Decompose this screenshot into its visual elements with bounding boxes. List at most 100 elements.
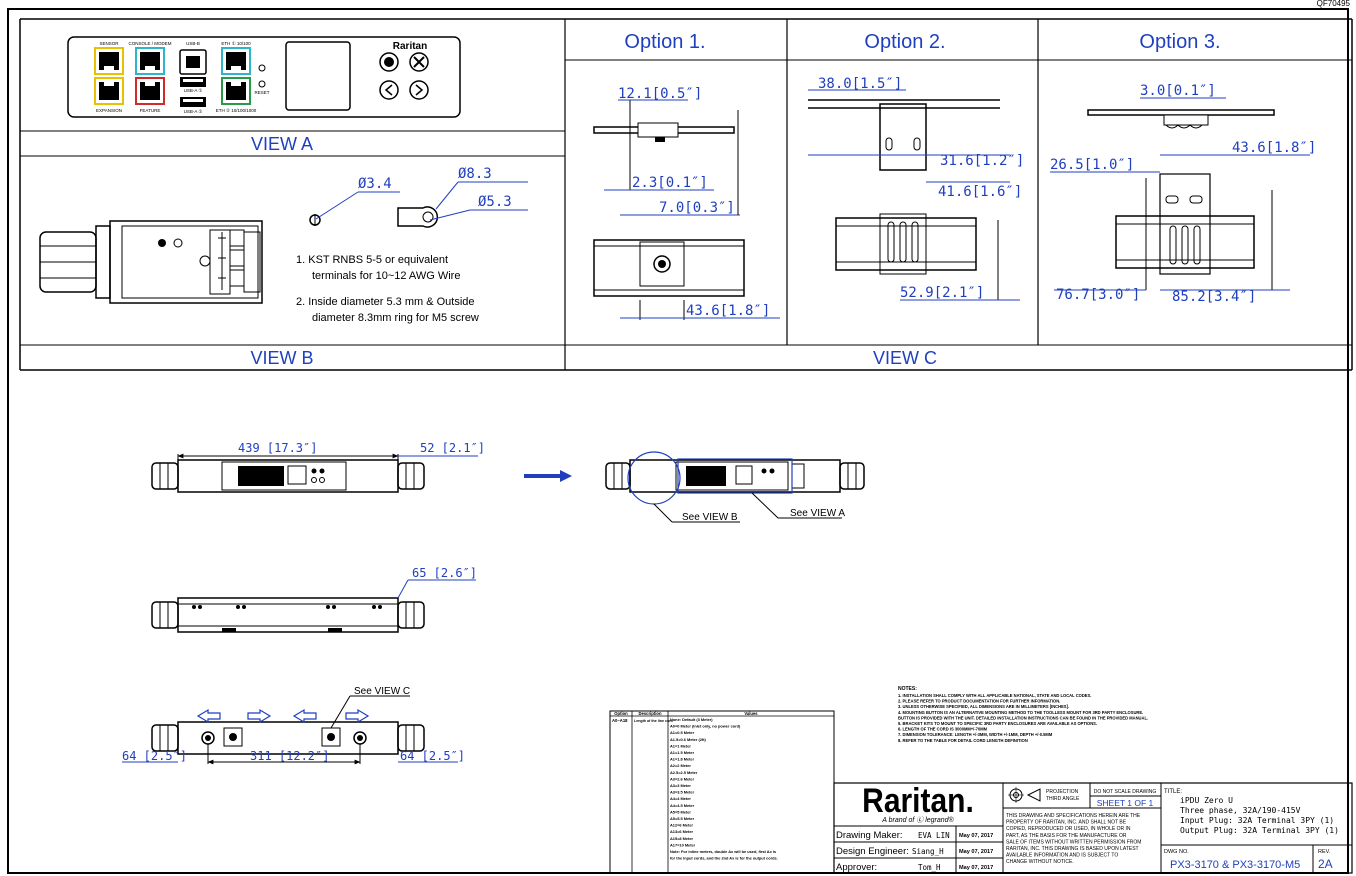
rear-left-dim: 64 [2.5″] bbox=[122, 749, 187, 763]
pdu-rear-view bbox=[122, 695, 458, 765]
opt1-dim-1: 12.1[0.5″] bbox=[618, 86, 702, 102]
table-value-row: A1.5=0.6 Meter (2ft) bbox=[670, 737, 706, 742]
property-line: CHANGE WITHOUT NOTICE. bbox=[1006, 859, 1074, 865]
terminal-block-drawing bbox=[39, 220, 263, 304]
feature-port bbox=[135, 77, 165, 105]
pdu-depth-dim: 65 [2.6″] bbox=[412, 566, 477, 580]
table-value-row: A1=1.8 Meter bbox=[670, 757, 695, 762]
right-arrow-icon-2 bbox=[247, 708, 272, 724]
title-block: Raritan. A brand of Ⓛ legrand® Drawing M… bbox=[833, 781, 1353, 874]
rear-right-dim: 64 [2.5″] bbox=[400, 749, 465, 763]
table-value-row: A17=10 Meter bbox=[670, 842, 696, 847]
note-item: BUTTON IS PROVIDED WITH THE UNIT. DETAIL… bbox=[898, 715, 1148, 720]
view-b-label: VIEW B bbox=[250, 348, 313, 368]
opt3-dim-4: 76.7[3.0″] bbox=[1056, 287, 1140, 303]
terminal-note-1b: terminals for 10~12 AWG Wire bbox=[312, 270, 460, 282]
table-value-row: A13=6 Meter bbox=[670, 829, 694, 834]
left-arrow-icon bbox=[196, 708, 221, 724]
usb-a-port-1 bbox=[180, 77, 206, 87]
option-3-heading: Option 3. bbox=[1139, 31, 1220, 53]
port-label-usb-b: USB-B bbox=[186, 41, 200, 46]
port-label-feature: FEATURE bbox=[140, 108, 161, 113]
note-item: 4. MOUNTING BUTTON IS AN ALTERNATIVE MOU… bbox=[898, 710, 1143, 715]
title-line-2: Three phase, 32A/190-415V bbox=[1180, 806, 1301, 815]
port-label-eth2: ETH ② 10/100/1000 bbox=[216, 108, 257, 113]
rear-center-dim: 311 [12.2″] bbox=[250, 749, 329, 763]
note-item: 8. REFER TO THE TABLE FOR DETAIL CORD LE… bbox=[898, 738, 1028, 743]
opt2-dim-2: 31.6[1.2″] bbox=[940, 153, 1024, 169]
left-button-icon bbox=[379, 80, 399, 100]
table-values-list: None: Default (3 Meter)A0=0 Meter (Inlet… bbox=[670, 717, 778, 861]
engineer-role: Design Engineer: bbox=[836, 846, 909, 857]
do-not-scale: DO NOT SCALE DRAWING bbox=[1094, 789, 1157, 795]
opt1-dim-4: 43.6[1.8″] bbox=[686, 303, 770, 319]
cord-length-table: Option Description Values A0~A18 Length … bbox=[609, 710, 835, 874]
dwg-number: PX3-3170 & PX3-3170-M5 bbox=[1170, 859, 1300, 871]
reset-label: RESET bbox=[254, 90, 269, 95]
raritan-logo: Raritan. bbox=[862, 781, 974, 819]
opt2-dim-3: 41.6[1.6″] bbox=[938, 184, 1022, 200]
option-2-bracket bbox=[808, 89, 1020, 301]
opt2-dim-1: 38.0[1.5″] bbox=[818, 76, 902, 92]
property-line: AVAILABLE INFORMATION AND IS SUBJECT TO bbox=[1006, 853, 1118, 859]
dwg-label: DWG NO. bbox=[1164, 849, 1189, 855]
pdu-top-view bbox=[151, 453, 478, 493]
property-line: SALE OF ITEMS WITHOUT WRITTEN PERMISSION… bbox=[1006, 839, 1141, 845]
projection-label: PROJECTION bbox=[1046, 789, 1079, 795]
note-item: 5. BRACKET KITS TO MOUNT TO SPECIFIC 3RD… bbox=[898, 721, 1097, 726]
title-label: TITLE: bbox=[1164, 789, 1182, 795]
front-panel: SENSOR CONSOLE / MODEM USB-B ETH ① 10/10… bbox=[67, 36, 461, 118]
approver-name: Tom_H bbox=[918, 863, 941, 872]
table-value-row: Note: For inline meters, double Ax will … bbox=[670, 849, 776, 854]
eth2-port bbox=[221, 77, 251, 105]
table-value-row: A1=0.5 Meter bbox=[670, 730, 695, 735]
opt1-dim-2: 2.3[0.1″] bbox=[632, 175, 708, 191]
table-value-row: A12=6 Meter bbox=[670, 823, 694, 828]
see-view-c-callout: See VIEW C bbox=[354, 686, 410, 697]
projection-type: THIRD ANGLE bbox=[1046, 796, 1080, 802]
table-value-row: A1=1.5 Meter bbox=[670, 750, 695, 755]
led-icon bbox=[258, 64, 266, 72]
option-1-bracket bbox=[593, 99, 780, 320]
diameter-hole: Ø5.3 bbox=[478, 194, 512, 210]
terminal-note-2a: 2. Inside diameter 5.3 mm & Outside bbox=[296, 296, 475, 308]
maker-role: Drawing Maker: bbox=[836, 830, 903, 841]
table-value-row: A2=2 Meter bbox=[670, 763, 691, 768]
table-value-row: for the input cords, and the 2nd Ax is f… bbox=[670, 856, 778, 861]
port-label-usb-a1: USB-A ① bbox=[184, 88, 204, 93]
note-item: 3. UNLESS OTHERWISE SPECIFIED, ALL DIMEN… bbox=[898, 704, 1069, 709]
option-3-bracket bbox=[1050, 97, 1310, 291]
port-label-eth1: ETH ① 10/100 bbox=[221, 41, 251, 46]
view-c-label: VIEW C bbox=[873, 348, 937, 368]
rev-label: REV. bbox=[1318, 849, 1331, 855]
document-id: QF70495 bbox=[1317, 0, 1351, 8]
property-statement: THIS DRAWING AND SPECIFICATIONS HEREIN A… bbox=[1006, 813, 1141, 865]
note-item: 7. DIMENSION TOLERANCE: LENGTH +/-3MM, W… bbox=[898, 732, 1053, 737]
third-angle-projection-icon bbox=[1008, 787, 1041, 803]
left-arrow-icon-2 bbox=[292, 708, 317, 724]
usb-a-port-2 bbox=[180, 97, 206, 107]
ok-button-icon bbox=[379, 52, 399, 72]
eth1-port bbox=[221, 47, 251, 75]
port-label-usb-a2: USB-A ② bbox=[184, 109, 204, 114]
ring-terminal-drawing: Ø3.4 Ø8.3 Ø5.3 bbox=[309, 166, 528, 228]
table-description-cell: Length of the line cord bbox=[634, 719, 673, 723]
lcd-display bbox=[285, 41, 351, 111]
table-value-row: A1=1 Meter bbox=[670, 743, 691, 748]
terminal-note-1a: 1. KST RNBS 5-5 or equivalent bbox=[296, 254, 448, 266]
table-value-row: A0=0 Meter (Inlet only, no power cord) bbox=[670, 724, 741, 729]
panel-brand: Raritan bbox=[393, 41, 427, 52]
pdu-length-dim: 439 [17.3″] bbox=[238, 441, 317, 455]
table-option-cell: A0~A18 bbox=[612, 718, 628, 723]
table-header-values: Values bbox=[744, 711, 758, 716]
pdu-callout-view bbox=[605, 451, 865, 523]
table-value-row: A3=3 Meter bbox=[670, 783, 691, 788]
option-1-heading: Option 1. bbox=[624, 31, 705, 53]
port-label-sensor: SENSOR bbox=[99, 41, 119, 46]
engineer-date: May 07, 2017 bbox=[959, 849, 993, 855]
property-line: COPIED, REPRODUCED OR USED, IN WHOLE OR … bbox=[1006, 826, 1131, 832]
table-value-row: A5=5 Meter bbox=[670, 809, 691, 814]
see-view-a-callout: See VIEW A bbox=[790, 508, 845, 519]
property-line: PROPERTY OF RARITAN, INC. AND SHALL NOT … bbox=[1006, 820, 1127, 826]
